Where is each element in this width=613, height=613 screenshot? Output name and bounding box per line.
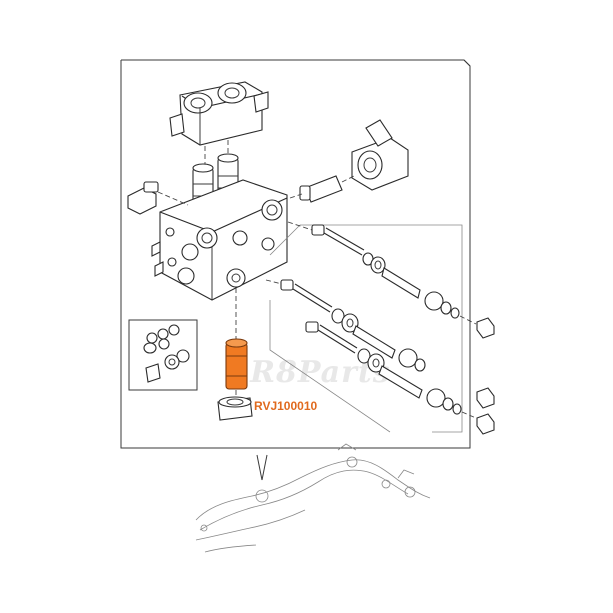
solenoid-coil-pack [169, 81, 269, 146]
base-plug-fitting [217, 396, 253, 421]
solenoid-coil-right [351, 119, 409, 191]
parts-subframe [269, 224, 463, 433]
rod-assembly-lower [305, 321, 477, 419]
valve-block-body [151, 179, 288, 301]
rod-assembly-middle [265, 279, 426, 372]
end-cap-middle [476, 387, 495, 409]
end-cap-upper [476, 317, 495, 339]
vehicle-pipe-routing-overview [195, 443, 431, 553]
callout-pointer [256, 454, 268, 481]
solenoid-plunger [289, 175, 355, 203]
main-frame [120, 59, 471, 449]
seal-kit-inset [128, 319, 198, 391]
highlighted-part-rvj100010[interactable] [225, 288, 248, 398]
pressure-sensor [127, 181, 189, 215]
rod-assembly-upper [287, 221, 477, 325]
end-cap-lower [476, 413, 495, 435]
part-number-label: RVJ100010 [254, 399, 317, 413]
